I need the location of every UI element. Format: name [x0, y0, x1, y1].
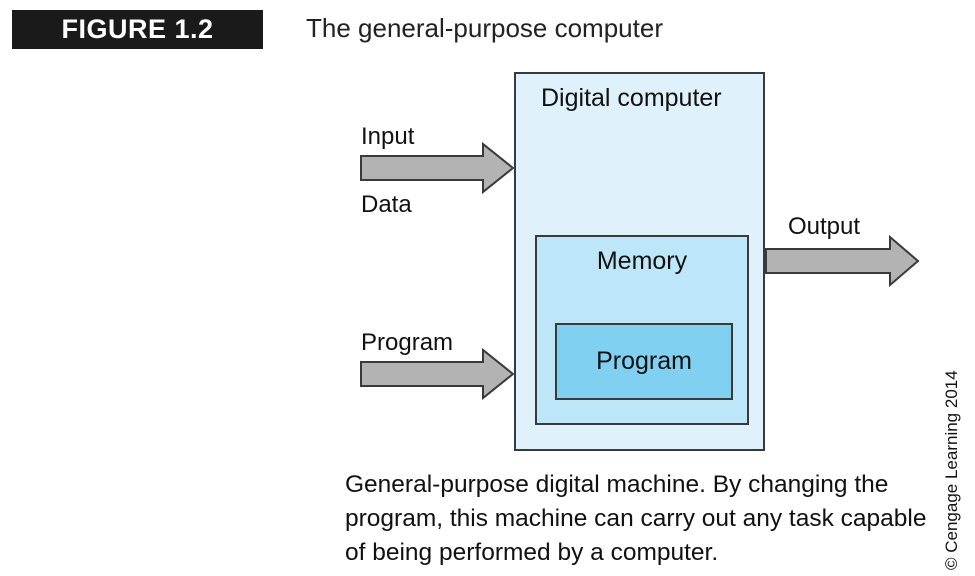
memory-label: Memory: [596, 247, 688, 275]
program-arrow: [360, 347, 515, 401]
output-arrow: [765, 234, 920, 288]
output-label: Output: [788, 213, 861, 240]
digital-computer-label: Digital computer: [541, 84, 722, 112]
data-label: Data: [361, 191, 412, 218]
figure-label: FIGURE 1.2: [12, 10, 263, 49]
program-arrow-label: Program: [361, 329, 454, 356]
program-box: Program: [555, 323, 733, 400]
program-box-label: Program: [596, 347, 692, 375]
copyright-text: © Cengage Learning 2014: [942, 370, 961, 570]
copyright-notice: © Cengage Learning 2014: [940, 355, 964, 570]
figure-caption: General-purpose digital machine. By chan…: [345, 471, 927, 566]
input-label: Input: [361, 123, 415, 150]
figure-title: The general-purpose computer: [306, 13, 663, 43]
input-arrow: [360, 141, 515, 195]
